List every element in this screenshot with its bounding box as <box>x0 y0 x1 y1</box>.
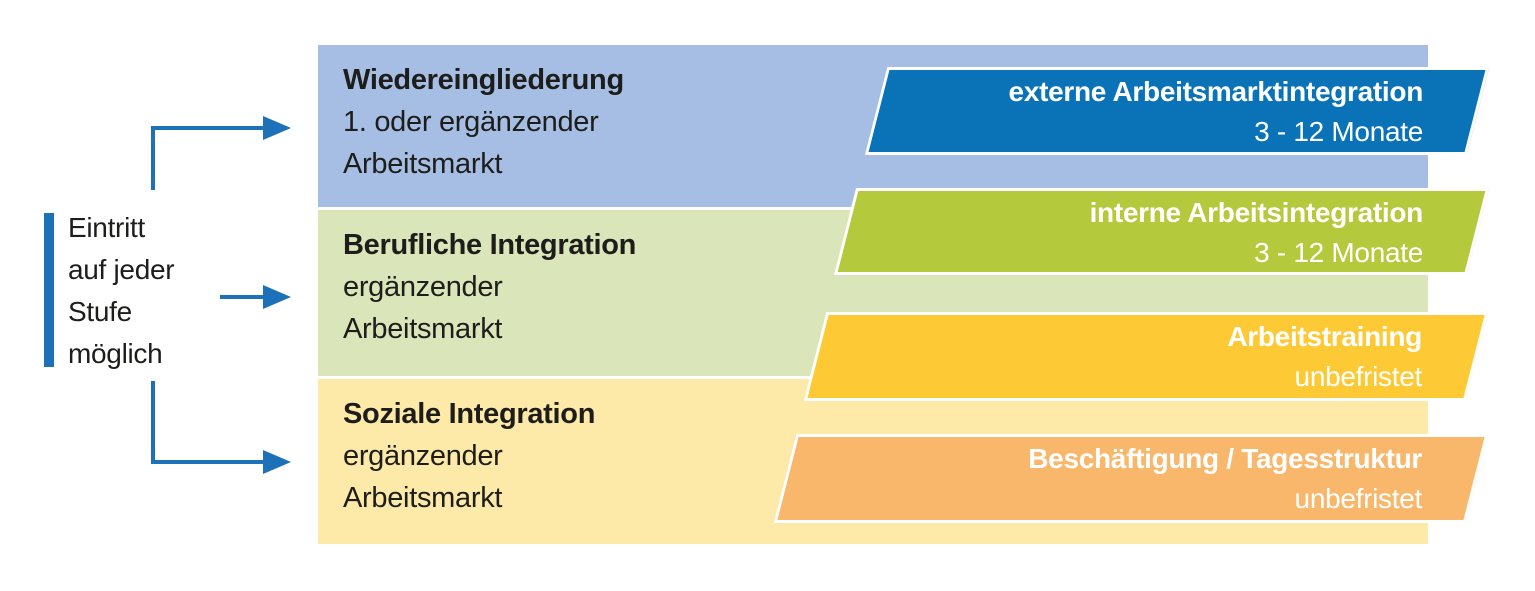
band-title: Soziale Integration <box>343 398 596 430</box>
band-subtitle: ergänzender <box>343 271 503 303</box>
entry-note-line: Stufe <box>68 296 132 327</box>
entry-note-accent-bar <box>44 213 54 367</box>
banner-title: externe Arbeitsmarktintegration <box>1008 76 1423 107</box>
banner-text: interne Arbeitsintegration 3 - 12 Monate <box>848 191 1475 272</box>
banner-externe-arbeitsmarktintegration: externe Arbeitsmarktintegration 3 - 12 M… <box>864 67 1490 155</box>
band-subtitle: ergänzender <box>343 440 503 472</box>
banner-text: Beschäftigung / Tagesstruktur unbefriste… <box>788 437 1474 520</box>
banner-text: externe Arbeitsmarktintegration 3 - 12 M… <box>879 70 1475 152</box>
banner-duration: unbefristet <box>1294 483 1422 514</box>
arrow-bottom-horizontal-segment <box>151 460 265 464</box>
arrow-top-horizontal-segment <box>151 126 265 130</box>
banner-text: Arbeitstraining unbefristet <box>818 315 1474 398</box>
banner-duration: unbefristet <box>1294 361 1422 392</box>
arrow-bottom-right-icon <box>263 450 291 474</box>
arrow-middle-right-icon <box>263 285 291 309</box>
band-subtitle: 1. oder ergänzender <box>343 106 599 138</box>
arrow-bottom-vertical-segment <box>151 381 155 464</box>
band-subtitle: Arbeitsmarkt <box>343 482 503 514</box>
arrow-top-right-icon <box>263 116 291 140</box>
banner-title: Arbeitstraining <box>1227 321 1422 352</box>
banner-interne-arbeitsintegration: interne Arbeitsintegration 3 - 12 Monate <box>833 188 1490 275</box>
entry-note-line: möglich <box>68 338 163 369</box>
entry-note-line: auf jeder <box>68 254 175 285</box>
banner-title: Beschäftigung / Tagesstruktur <box>1028 443 1422 474</box>
arrow-middle-horizontal-segment <box>220 295 265 299</box>
banner-title: interne Arbeitsintegration <box>1089 197 1423 228</box>
banner-duration: 3 - 12 Monate <box>1254 116 1423 147</box>
entry-note: Eintritt auf jeder Stufe möglich <box>68 207 175 375</box>
banner-beschaeftigung-tagesstruktur: Beschäftigung / Tagesstruktur unbefriste… <box>773 434 1489 523</box>
arrow-top-vertical-segment <box>151 126 155 190</box>
banner-duration: 3 - 12 Monate <box>1254 237 1423 268</box>
band-title: Berufliche Integration <box>343 229 637 261</box>
band-subtitle: Arbeitsmarkt <box>343 313 503 345</box>
banner-arbeitstraining: Arbeitstraining unbefristet <box>803 312 1489 401</box>
band-subtitle: Arbeitsmarkt <box>343 148 503 180</box>
band-title: Wiedereingliederung <box>343 64 624 96</box>
entry-note-line: Eintritt <box>68 212 145 243</box>
